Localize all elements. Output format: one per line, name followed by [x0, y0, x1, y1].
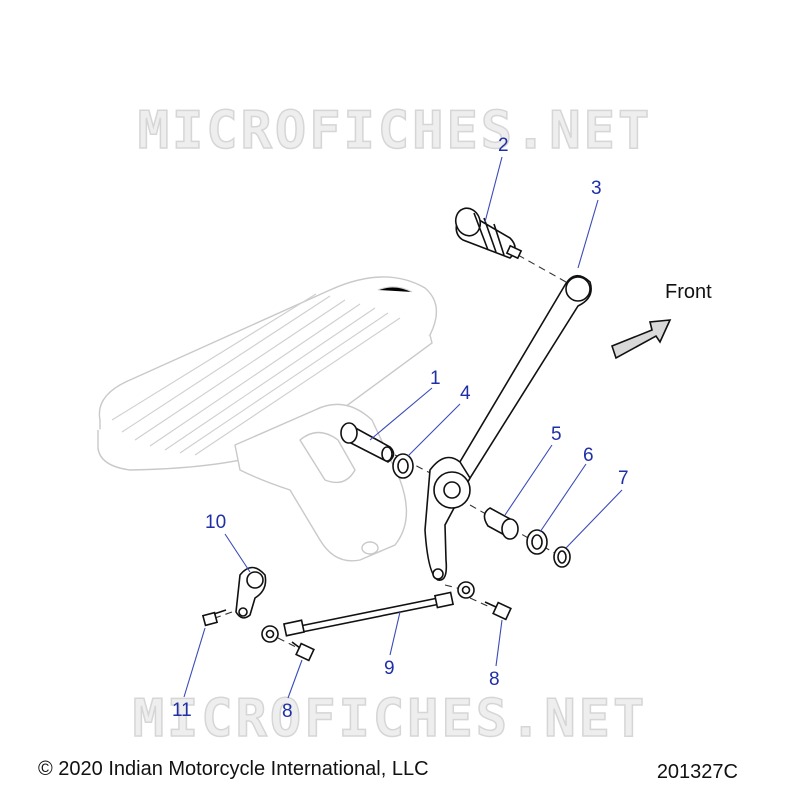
front-arrow-icon — [611, 319, 672, 360]
bolt-11 — [201, 609, 227, 627]
shift-arm — [235, 566, 267, 619]
watermark-top: MICROFICHES.NET — [138, 101, 653, 161]
shift-peg — [454, 207, 523, 260]
callout-8-left: 8 — [282, 701, 293, 722]
front-direction-label: Front — [665, 281, 712, 303]
callout-1: 1 — [430, 368, 441, 389]
assembly-line-bolt-right — [469, 597, 493, 609]
assembly-line-bolt-left — [214, 611, 233, 619]
callout-8-right: 8 — [489, 669, 500, 690]
bolt-8-left — [291, 641, 315, 662]
watermark-bottom: MICROFICHES.NET — [133, 689, 648, 749]
copyright-notice: © 2020 Indian Motorcycle International, … — [38, 758, 429, 780]
shift-lever — [424, 274, 592, 581]
callout-11: 11 — [172, 700, 192, 721]
drawing-number: 201327C — [656, 761, 738, 783]
bushing — [483, 507, 519, 540]
bolt-8-right — [484, 601, 512, 621]
callout-7: 7 — [618, 468, 629, 489]
pivot-shaft — [340, 422, 395, 463]
callout-6: 6 — [583, 445, 594, 466]
callout-9: 9 — [384, 658, 395, 679]
callout-3: 3 — [591, 178, 602, 199]
floorboard-ghost — [97, 276, 438, 471]
callout-4: 4 — [460, 383, 471, 404]
callout-10: 10 — [205, 512, 226, 533]
assembly-line-peg — [517, 254, 567, 283]
callout-2: 2 — [498, 135, 509, 156]
assembly-line-bolt-mid — [277, 637, 299, 649]
shift-rod — [261, 581, 475, 643]
callout-5: 5 — [551, 424, 562, 445]
